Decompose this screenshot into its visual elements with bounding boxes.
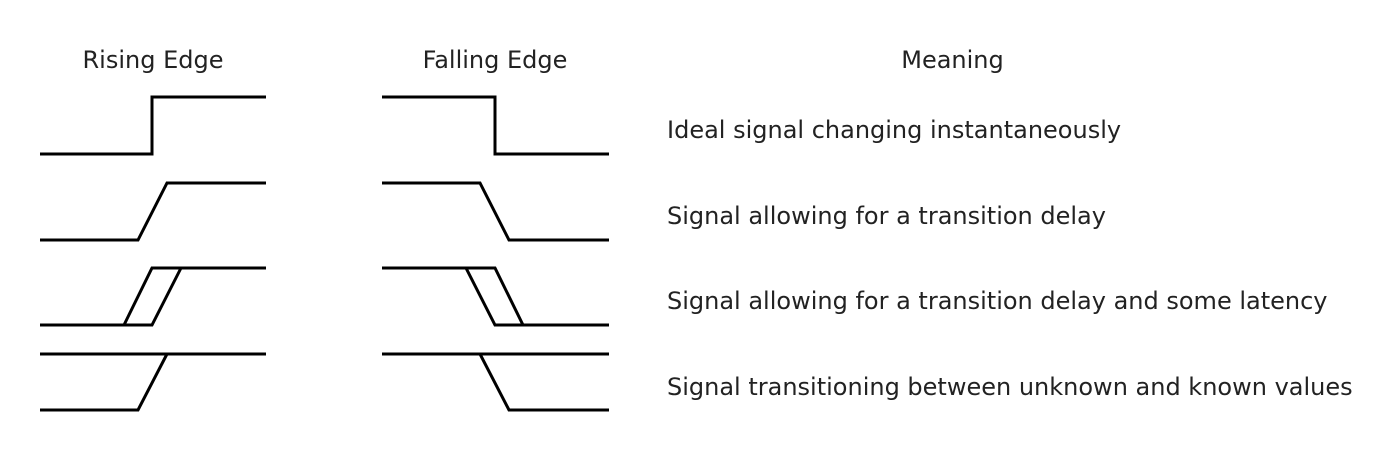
falling-edge-unknown-known-low	[478, 353, 609, 412]
rising-edge-ideal	[40, 95, 266, 156]
row-delay-latency-waveforms	[40, 266, 609, 327]
falling-edge-delay-latency-late	[466, 266, 525, 326]
meaning-delay: Signal allowing for a transition delay	[667, 202, 1106, 230]
row-ideal-waveforms	[40, 95, 609, 156]
rising-edge-header: Rising Edge	[82, 46, 224, 74]
rising-edge-delay	[40, 181, 266, 242]
rising-edge-delay-latency-late	[124, 267, 183, 327]
falling-edge-delay-latency-early	[382, 266, 609, 327]
rising-edge-unknown-known-low	[40, 353, 169, 412]
meaning-delay-latency: Signal allowing for a transition delay a…	[667, 287, 1328, 315]
timing-waveforms	[40, 95, 609, 412]
falling-edge-header: Falling Edge	[422, 46, 568, 74]
falling-edge-ideal	[382, 95, 609, 156]
meaning-unknown-known: Signal transitioning between unknown and…	[667, 373, 1353, 401]
row-delay-waveforms	[40, 181, 609, 242]
meaning-ideal: Ideal signal changing instantaneously	[667, 116, 1122, 144]
falling-edge-delay	[382, 181, 609, 242]
meaning-header: Meaning	[901, 46, 1004, 74]
row-unknown-known-waveforms	[40, 352, 609, 412]
rising-edge-delay-latency-early	[40, 266, 266, 327]
